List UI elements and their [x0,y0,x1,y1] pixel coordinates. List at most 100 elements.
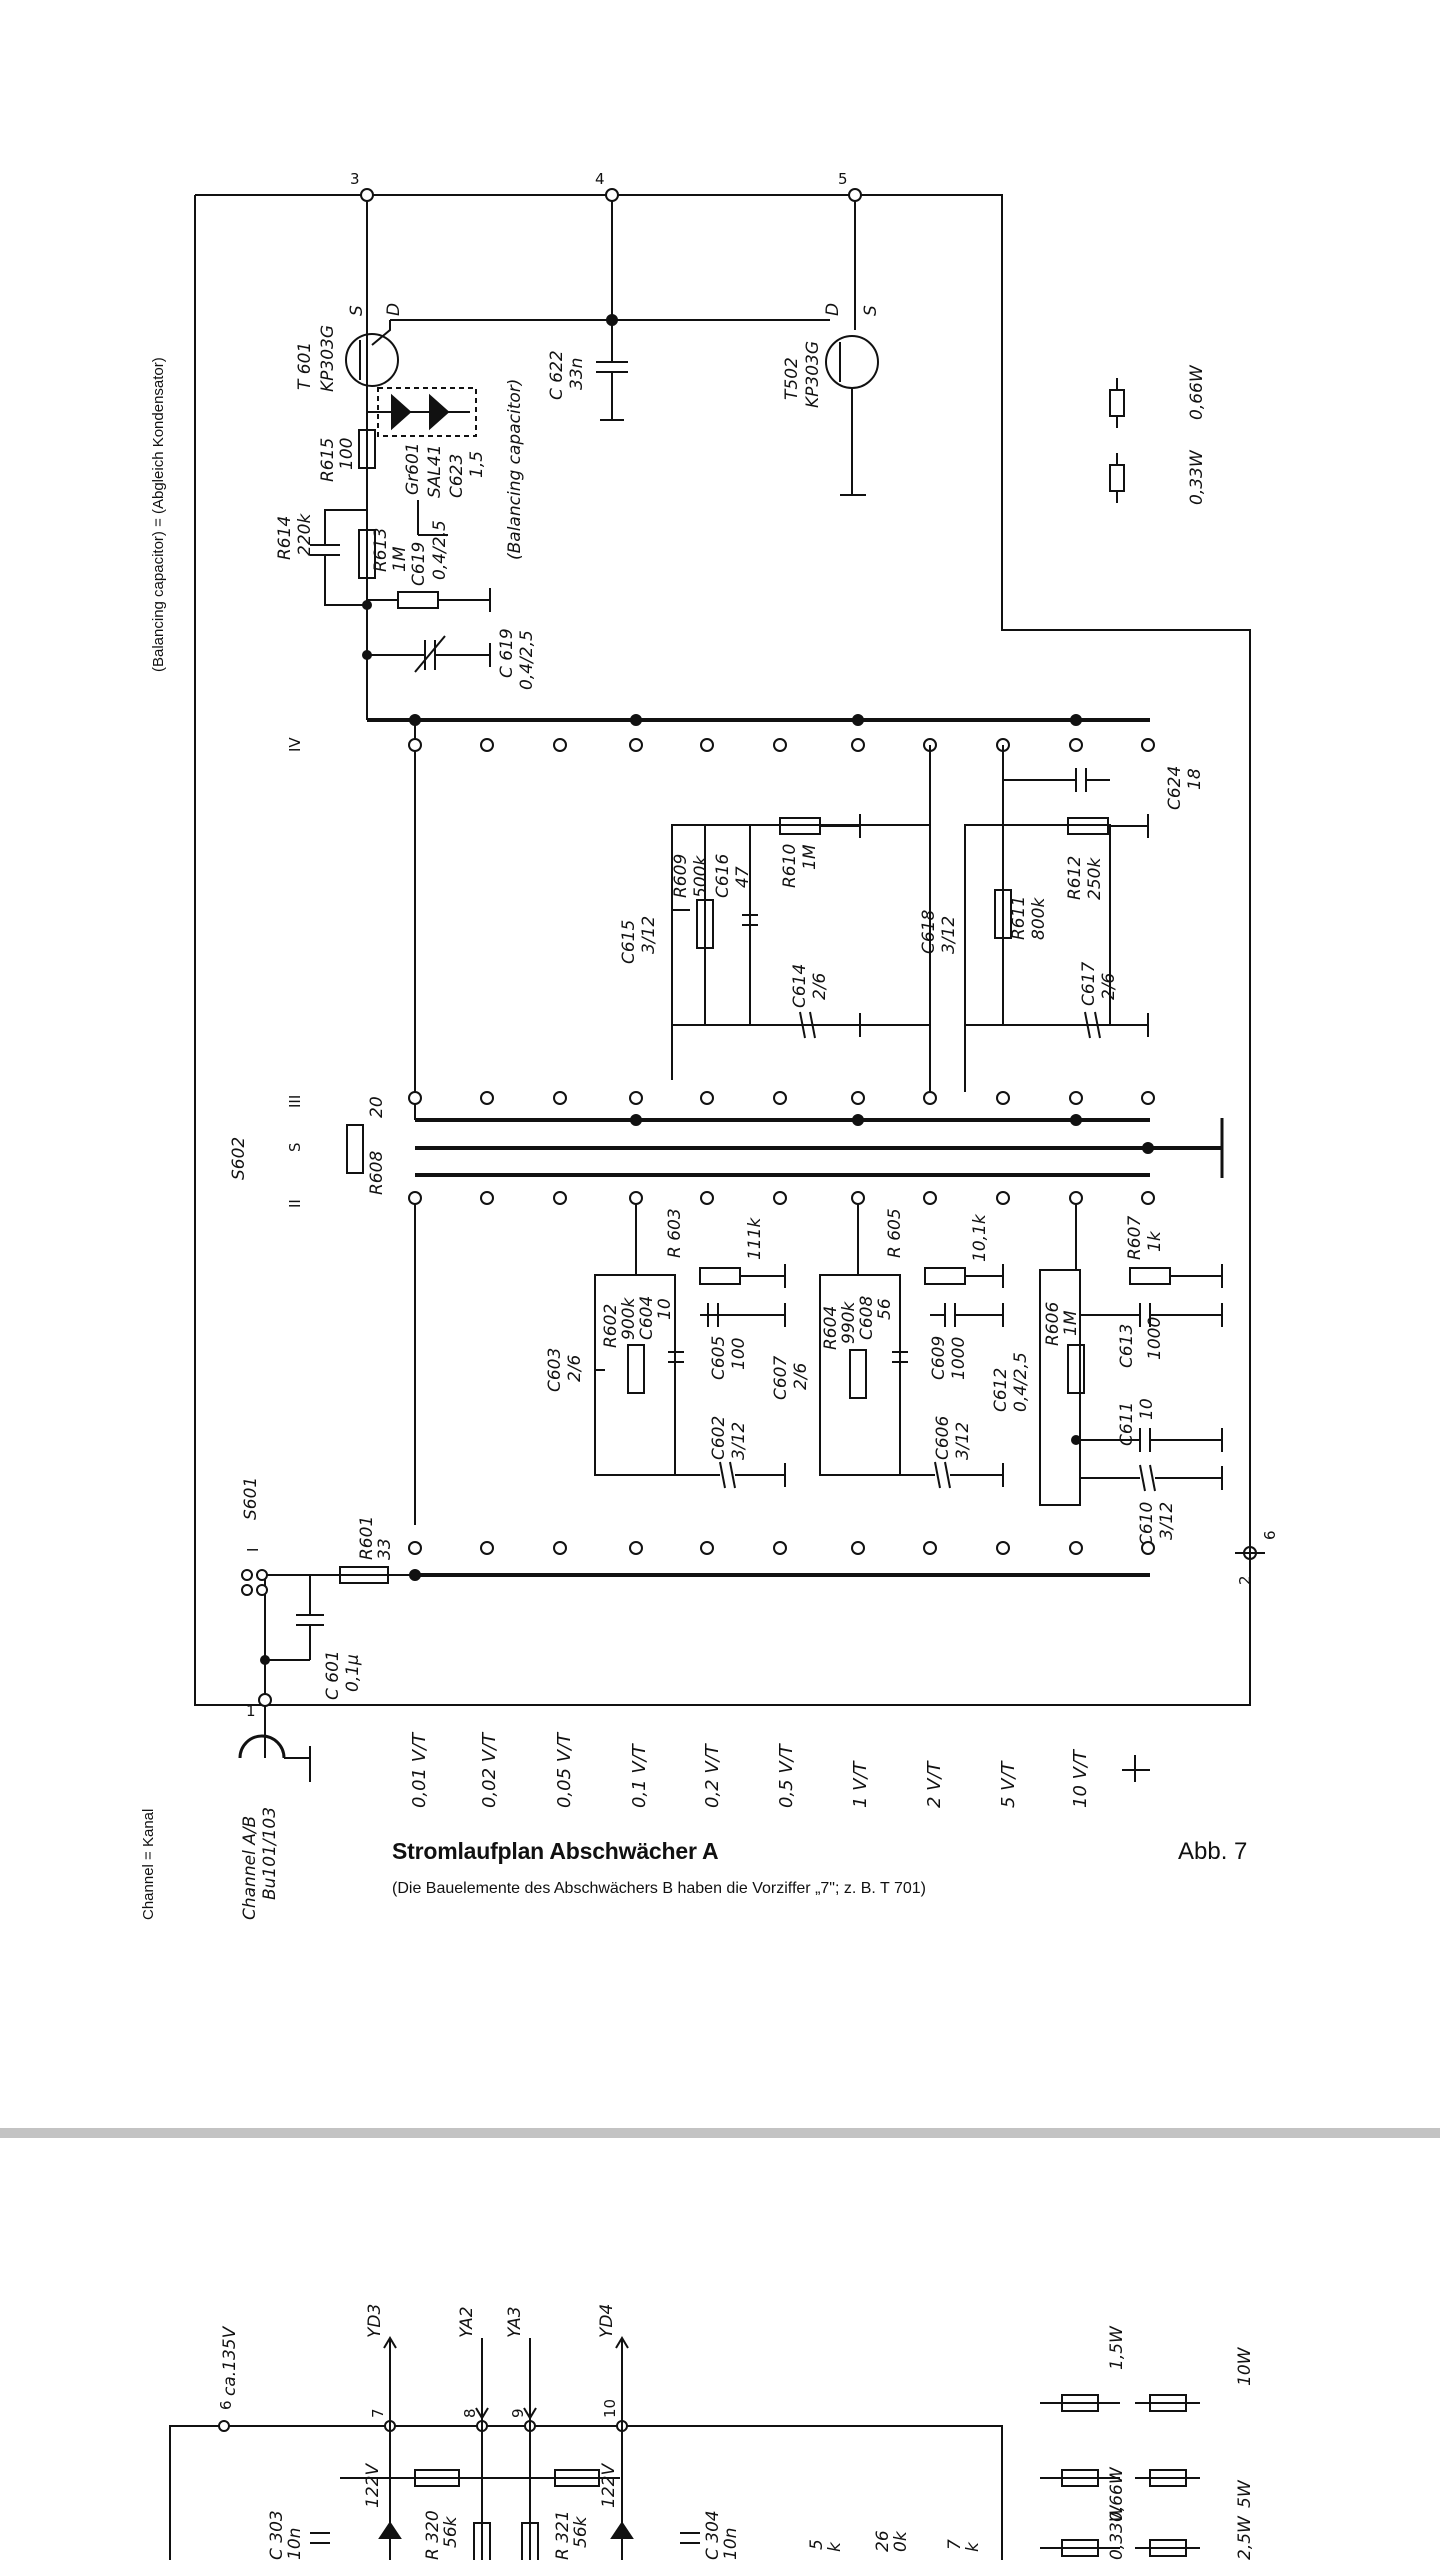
r609-resistor [696,899,714,949]
s601-switch-symbol [241,1569,268,1596]
r613-ref: C619 [409,542,429,586]
switch-s601-label: S601 [241,1477,261,1520]
balancing-note: (Balancing capacitor) [505,379,525,560]
r321-ref: R 321 [553,2510,573,2560]
supply-voltage: ca.135V [220,2325,240,2396]
legend-033w-2: 0,33W [1107,2504,1127,2560]
node-yd4-label: YD4 [597,2304,617,2338]
terminal-6-label: 6 [1261,1530,1279,1540]
t502-type: KP303G [803,341,823,408]
c603-value: 2/6 [565,1354,585,1382]
c620-value: 220k [295,513,315,556]
t601-ref: T 601 [295,342,315,390]
voltage-122v-left: 122V [363,2463,383,2508]
terminal-3 [360,188,374,202]
c622-value: 33n [567,358,587,390]
terminal-5-label: 5 [838,170,848,188]
switch-iv-pos: IV [286,737,304,752]
power-legend: 0,33W 0,66W [1109,364,1207,505]
partial-label: 5 [807,2539,827,2550]
r609-value: 500k [691,855,711,898]
r601-resistor [339,1566,389,1584]
r613-value: 0,4/2,5 [430,520,450,580]
figure-number: Abb. 7 [1178,1838,1248,1865]
c613-value: 1000 [1145,1317,1165,1360]
c606-ref: C606 [933,1415,953,1460]
c608-value: 56 [875,1298,895,1320]
input-connector-symbol [238,1734,286,1759]
figure-subtitle: (Die Bauelemente des Abschwächers B habe… [392,1880,926,1897]
gr601-type: SAL41 [425,444,445,498]
c614-ref: C614 [790,964,810,1008]
terminal-1-label: 1 [246,1702,256,1720]
switch-i-pos: I [244,1548,262,1552]
r615-ref: R615 [318,438,338,482]
c623-ref: C623 [447,454,467,498]
c624-value: 18 [1185,768,1205,790]
r321-resistor [554,2469,600,2487]
c604-ref: C604 [637,1296,657,1340]
r603-ref: R 603 [665,1208,685,1258]
c624-ref: C624 [1165,766,1185,810]
legend-15w: 1,5W [1107,2325,1127,2370]
t502-symbol [825,335,879,389]
c623-value: 1,5 [467,451,487,478]
c602-value: 3/12 [729,1422,749,1460]
switch-iv-contacts [408,738,1155,752]
input-label: Channel A/B [240,1816,260,1920]
r606-ref: R606 [1043,1302,1063,1346]
switch-ii-pos: II [286,1199,304,1208]
r605-value: 10,1k [970,1213,990,1262]
amplifier-schematic-partial: ca.135V 6 7 8 9 10 YD3 YA2 YA3 YD4 [169,2304,1255,2560]
node-ya2-label: YA2 [457,2306,477,2338]
c304-ref: C 304 [703,2510,723,2560]
c606-value: 3/12 [953,1422,973,1460]
c609-ref: C609 [929,1336,949,1380]
switch-s-pos: S [286,1142,304,1152]
c303-ref: C 303 [267,2510,287,2560]
schematic-page-2: ca.135V 6 7 8 9 10 YD3 YA2 YA3 YD4 [0,2138,1440,2560]
partial-labels: 5 k 26 0k 7 k [807,2530,983,2552]
c612-value: 0,4/2,5 [1011,1352,1031,1412]
partial-label: k [825,2541,845,2552]
node-8-label: 8 [461,2408,479,2418]
c607-value: 2/6 [791,1362,811,1390]
switch-iii-contacts [408,1091,1155,1105]
c608-ref: C608 [857,1295,877,1340]
c605-value: 100 [729,1338,749,1370]
t502-source-pin: S [861,305,881,316]
r609-ref: R609 [671,854,691,898]
terminal-4-label: 4 [595,170,605,188]
switch-i-contacts [408,1541,1155,1555]
r610-ref: R610 [780,844,800,888]
legend-066w-2: 0,66W [1107,2466,1127,2522]
c619-range: 0,4/2,5 [517,630,537,690]
t601-symbol [345,333,399,387]
balancing-side-note: (Balancing capacitor) = (Abgleich Konden… [150,357,167,672]
r606-value: 1M [1061,1310,1081,1336]
partial-label: k [963,2541,983,2552]
r320-ref: R 320 [423,2510,443,2560]
r601-ref: R601 [357,1516,377,1560]
c613-ref: C613 [1117,1324,1137,1368]
c618-ref: C618 [919,909,939,954]
partial-label: 26 [873,2530,893,2552]
terminal-3-label: 3 [350,170,360,188]
signal-nodes [383,2336,629,2432]
input-connector-ref: Bu101/103 [260,1807,280,1900]
r614-ref: R613 [371,528,391,572]
r320-resistor [414,2469,460,2487]
terminal-2-label: 2 [1236,1575,1254,1585]
c615-ref: C615 [619,920,639,964]
r604-ref: R604 [821,1306,841,1350]
range-label: 10 V/T [1070,1748,1091,1808]
r607-ref: R607 [1125,1216,1145,1260]
frame-outline [194,194,1251,1706]
range-label: 0,2 V/T [702,1742,723,1808]
c609-value: 1000 [949,1337,969,1380]
c304-value: 10n [721,2528,741,2560]
c610-ref: C610 [1137,1502,1157,1546]
partial-label: 0k [891,2530,911,2552]
range-label: 0,05 V/T [554,1731,575,1808]
range-label: 2 V/T [924,1759,945,1808]
